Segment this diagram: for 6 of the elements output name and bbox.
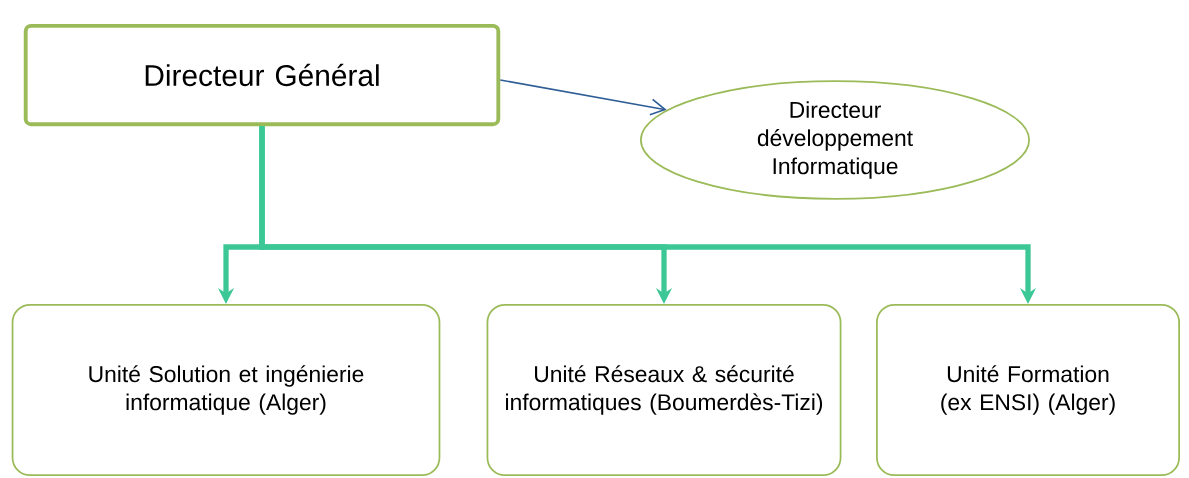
arrow: [499, 79, 667, 116]
title-box: Directeur Général: [23, 23, 501, 127]
unit-box: Unité Réseaux & sécurité informatiques (Boumerdès-Tizi): [486, 303, 842, 477]
ellipse-node: Directeur développement Informatique: [640, 80, 1031, 200]
unit-box: Unité Solution et ingénierie informatique (Alger): [11, 303, 441, 477]
unit-box: Unité Formation (ex ENSI) (Alger): [876, 303, 1180, 477]
